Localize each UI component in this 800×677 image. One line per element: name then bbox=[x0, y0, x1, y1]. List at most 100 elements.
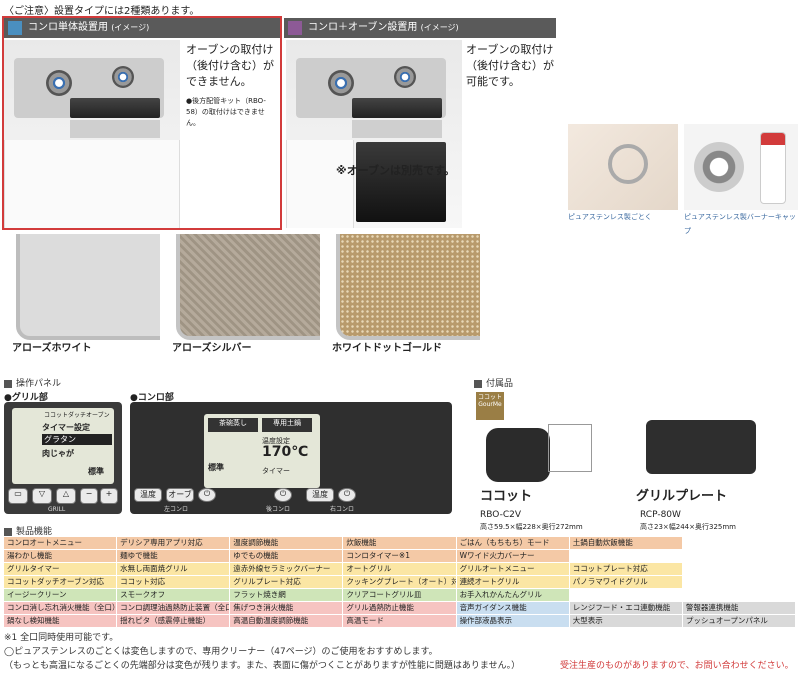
grill-lcd: ココットダッチオーブン タイマー設定 グラタン 肉じゃが 標準 bbox=[12, 408, 114, 484]
grill-door bbox=[352, 98, 442, 118]
feature-cell: 麺ゆで機能 bbox=[117, 550, 230, 562]
trivet-photo bbox=[568, 124, 678, 210]
cocotte-badge: ココット GourMe bbox=[476, 392, 504, 420]
grill-lcd-item-2[interactable]: 肉じゃが bbox=[42, 449, 74, 458]
grill-panel: ココットダッチオーブン タイマー設定 グラタン 肉じゃが 標準 ▭ ▽ △ − … bbox=[4, 402, 122, 514]
control-strip bbox=[352, 120, 442, 138]
feature-cell: 鍋なし検知機能 bbox=[4, 615, 117, 627]
notice-text: 〈ご注意〉設置タイプには2種類あります。 bbox=[4, 6, 200, 17]
feature-cell: お手入れかんたんグリル bbox=[456, 589, 569, 601]
grill-up-button[interactable]: △ bbox=[56, 488, 76, 504]
grill-auto-button[interactable]: ▭ bbox=[8, 488, 28, 504]
feature-cell: コンロ消し忘れ消火機能（全口） bbox=[4, 602, 117, 614]
feature-grid: コンロオートメニューデリシア専用アプリ対応温度調節機能炊飯機能ごはん（もちもち）… bbox=[4, 537, 796, 628]
feature-cell: グリルプレート対応 bbox=[230, 576, 343, 588]
left-temp-button[interactable]: 温度 bbox=[134, 488, 162, 502]
grill-down-button[interactable]: ▽ bbox=[32, 488, 52, 504]
accessories-heading: 付属品 bbox=[474, 376, 513, 389]
install-single-title-sub: (イメージ) bbox=[111, 23, 150, 32]
grill-lcd-header: ココットダッチオーブン bbox=[44, 412, 110, 419]
install-oven-header: コンロ＋オーブン設置用 (イメージ) bbox=[284, 18, 556, 38]
rear-burner-knob[interactable]: ⏻ bbox=[274, 488, 292, 502]
cocotte-image bbox=[486, 428, 550, 482]
left-burner-knob[interactable]: ⏻ bbox=[198, 488, 216, 502]
install-single-note2: ●後方配管キット（RBO-58）の取付けはできません。 bbox=[186, 97, 266, 127]
temp-label: 温度設定 bbox=[262, 437, 290, 445]
feature-cell: プッシュオープンパネル bbox=[682, 615, 795, 627]
feature-cell: クッキングプレート（オート）対応 bbox=[343, 576, 456, 588]
top-plate-gold: ホワイトドットゴールド bbox=[324, 234, 480, 368]
grill-heading: ●グリル部 bbox=[4, 393, 48, 403]
feature-cell bbox=[682, 550, 795, 562]
grill-minus-button[interactable]: − bbox=[80, 488, 98, 504]
burner-cap-shape bbox=[694, 142, 744, 192]
feature-cell: ココット対応 bbox=[117, 576, 230, 588]
feature-cell: 大型表示 bbox=[569, 615, 682, 627]
konro-lcd-standard: 標準 bbox=[208, 463, 224, 472]
footnote-1: ※1 全口同時使用可能です。 bbox=[4, 633, 119, 643]
feature-cell: ごはん（もちもち）モード bbox=[456, 537, 569, 549]
feature-cell: 温度調節機能 bbox=[230, 537, 343, 549]
install-oven-note1: オーブンの取付け（後付け含む）が可能です。 bbox=[466, 43, 554, 88]
trivet-shape bbox=[608, 144, 648, 184]
feature-cell: コンロタイマー※1 bbox=[343, 550, 456, 562]
grill-plus-button[interactable]: + bbox=[100, 488, 118, 504]
install-oven-color-square bbox=[288, 21, 302, 35]
konro-lcd: 茶碗蒸し 専用土鍋 温度設定 170℃ 標準 タイマー bbox=[204, 414, 320, 488]
install-single-color-square bbox=[8, 21, 22, 35]
feature-cell: デリシア専用アプリ対応 bbox=[117, 537, 230, 549]
feature-cell: 揺れピタ（感震停止機能） bbox=[117, 615, 230, 627]
feature-cell: Wワイド火力バーナー bbox=[456, 550, 569, 562]
grill-lcd-item-1[interactable]: グラタン bbox=[42, 434, 112, 445]
feature-cell: ゆでもの機能 bbox=[230, 550, 343, 562]
feature-cell: オートグリル bbox=[343, 563, 456, 575]
plate-surface bbox=[176, 234, 320, 340]
control-strip bbox=[70, 120, 160, 138]
feature-cell: スモークオフ bbox=[117, 589, 230, 601]
feature-cell: 水無し両面焼グリル bbox=[117, 563, 230, 575]
footnote-2: ◯ピュアステンレスのごとくは変色しますので、専用クリーナー（47ページ）のご使用… bbox=[4, 647, 438, 657]
section-marker bbox=[474, 379, 482, 388]
feature-cell: 焦げつき消火機能 bbox=[230, 602, 343, 614]
top-plate-white: アローズホワイト bbox=[4, 234, 160, 368]
grill-lcd-standard: 標準 bbox=[88, 467, 104, 476]
burner-left bbox=[328, 70, 354, 96]
feature-cell: 土鍋自動炊飯機能 bbox=[569, 537, 682, 549]
feature-cell: コンロ調理油過熱防止装置（全口） bbox=[117, 602, 230, 614]
plate-surface bbox=[16, 234, 160, 340]
konro-lcd-button-1[interactable]: 茶碗蒸し bbox=[208, 418, 258, 432]
konro-lcd-timer: タイマー bbox=[262, 467, 290, 475]
install-oven-title: コンロ＋オーブン設置用 bbox=[308, 22, 418, 33]
konro-panel: 茶碗蒸し 専用土鍋 温度設定 170℃ 標準 タイマー 温度 オーブン ⏻ ⏻ … bbox=[130, 402, 452, 514]
top-plate-silver: アローズシルバー bbox=[164, 234, 320, 368]
feature-cell: 高温モード bbox=[343, 615, 456, 627]
feature-row: 鍋なし検知機能揺れピタ（感震停止機能）高温自動温度調節機能高温モード操作部液晶表… bbox=[4, 615, 796, 627]
feature-cell: イージークリーン bbox=[4, 589, 117, 601]
section-marker bbox=[4, 527, 12, 536]
feature-cell: コンロオートメニュー bbox=[4, 537, 117, 549]
konro-heading: ●コンロ部 bbox=[130, 393, 174, 403]
right-temp-button[interactable]: 温度 bbox=[306, 488, 334, 502]
feature-row: ココットダッチオーブン対応ココット対応グリルプレート対応クッキングプレート（オー… bbox=[4, 576, 796, 588]
konro-lcd-button-2[interactable]: 専用土鍋 bbox=[262, 418, 312, 432]
feature-row: コンロオートメニューデリシア専用アプリ対応温度調節機能炊飯機能ごはん（もちもち）… bbox=[4, 537, 796, 549]
feature-cell bbox=[569, 589, 682, 601]
burner-left bbox=[46, 70, 72, 96]
install-oven-oven-note: ※オーブンは別売です。 bbox=[336, 164, 455, 177]
install-single-image bbox=[4, 40, 180, 228]
install-oven-image bbox=[286, 40, 462, 228]
top-plate-white-label: アローズホワイト bbox=[12, 343, 92, 354]
konro-right-label: 右コンロ bbox=[330, 506, 355, 513]
accessory-2-name: グリルプレート bbox=[636, 489, 728, 504]
feature-cell bbox=[569, 550, 682, 562]
feature-cell bbox=[682, 589, 795, 601]
konro-left-label: 左コンロ bbox=[164, 506, 189, 513]
install-oven-title-sub: (イメージ) bbox=[420, 23, 459, 32]
top-plate-silver-label: アローズシルバー bbox=[172, 343, 252, 354]
oven-button[interactable]: オーブン bbox=[166, 488, 194, 510]
right-burner-knob[interactable]: ⏻ bbox=[338, 488, 356, 502]
install-single-title: コンロ単体設置用 bbox=[28, 22, 108, 33]
temp-value: 170℃ bbox=[262, 444, 309, 460]
grill-plate-image bbox=[646, 420, 756, 474]
section-marker bbox=[4, 379, 12, 388]
